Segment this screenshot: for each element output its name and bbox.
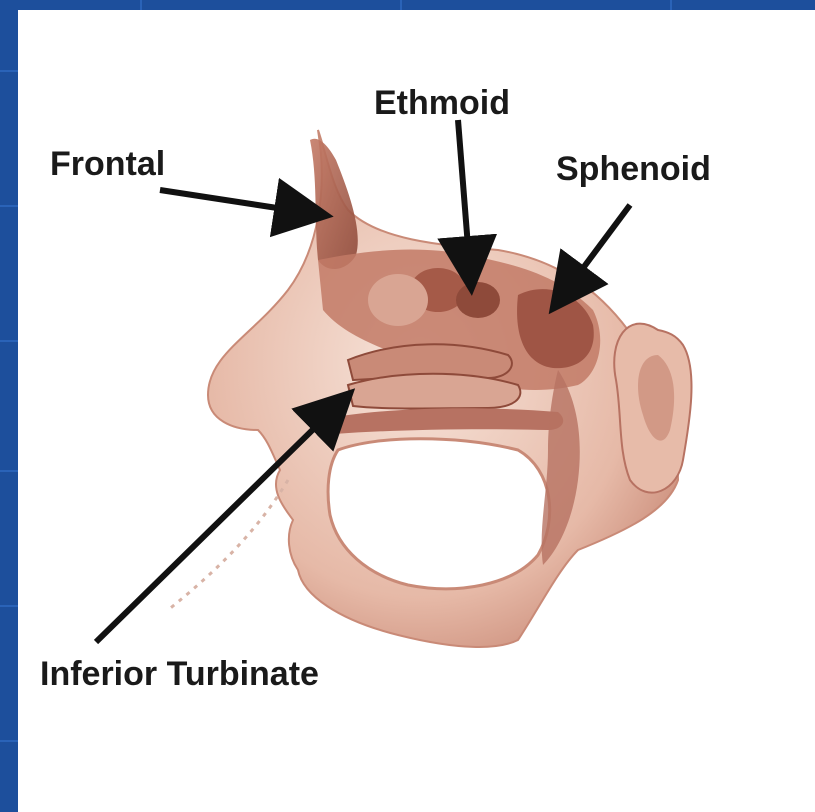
ethmoid-label: Ethmoid [374,86,510,120]
inferior-turbinate-label: Inferior Turbinate [40,657,319,691]
frontal-arrow [160,190,310,213]
jaw-line [168,480,288,610]
sphenoid-label: Sphenoid [556,152,711,186]
sphenoid-arrow [563,205,630,295]
diagram-panel: Frontal Ethmoid Sphenoid Inferior Turbin… [18,10,815,812]
frontal-label: Frontal [50,147,165,181]
ethmoid-cell [368,274,428,326]
ethmoid-cell [456,282,500,318]
inferior-turbinate [348,374,520,409]
frontal-bone [310,139,358,269]
